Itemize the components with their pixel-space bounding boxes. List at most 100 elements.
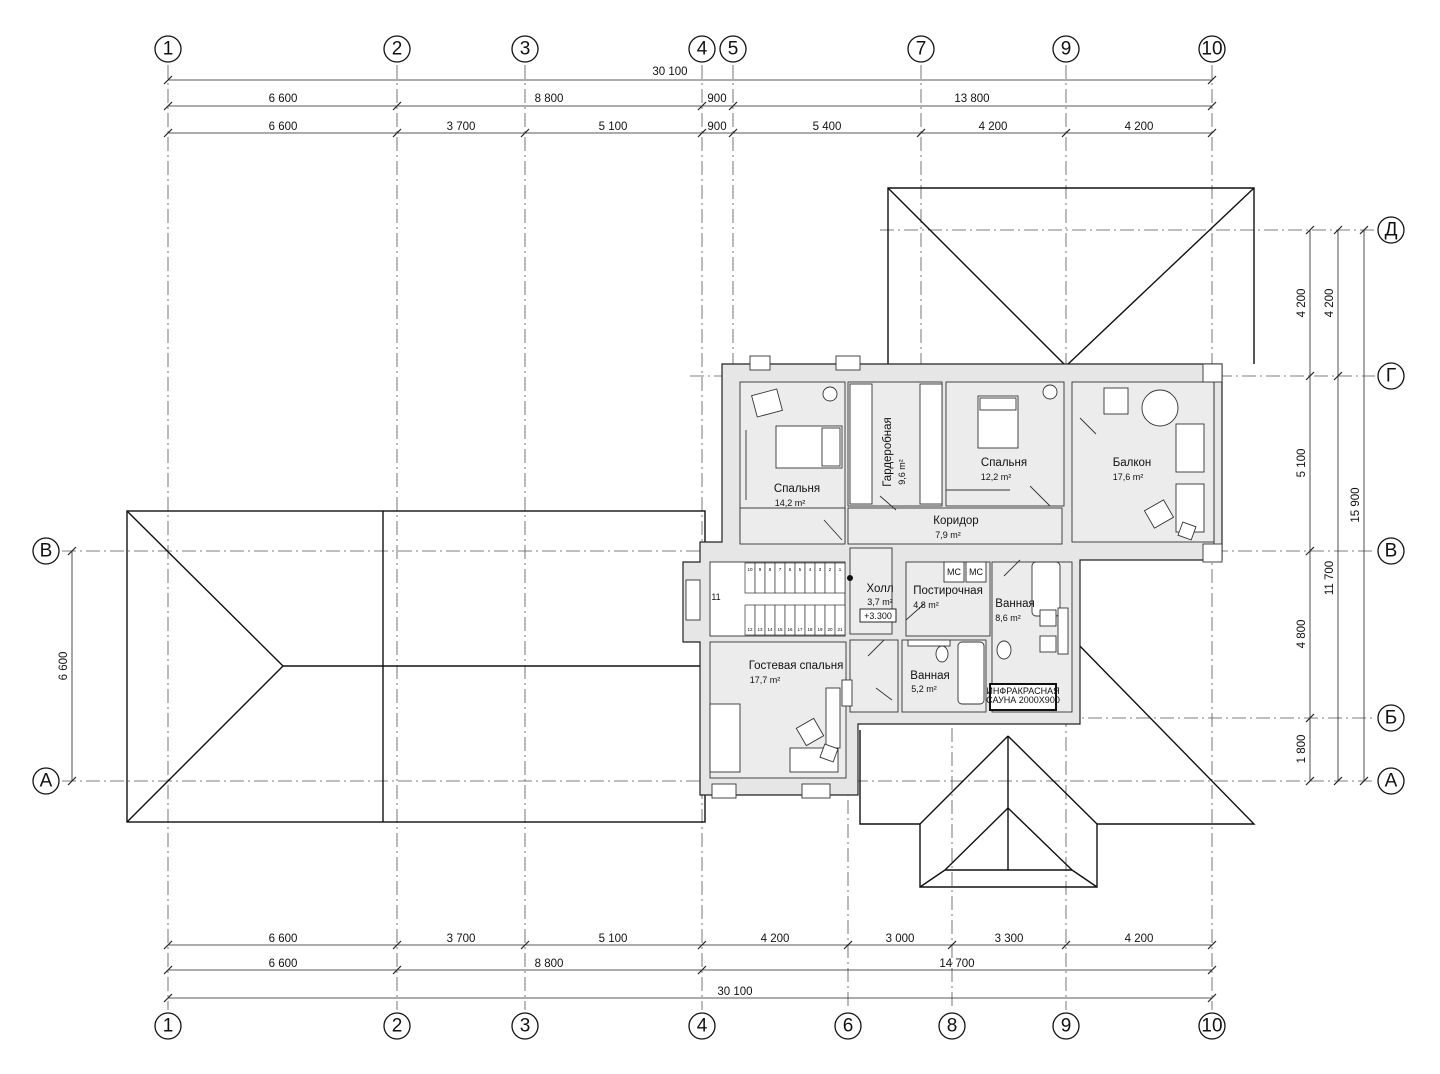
stair-bottom-number: 16 — [787, 627, 793, 632]
dim-right-outer: 15 900 — [1350, 487, 1362, 522]
dimension-tick — [1333, 776, 1343, 786]
stair-top-number: 2 — [829, 567, 832, 572]
dimension-tick — [163, 993, 173, 1003]
stair-bottom-number: 15 — [777, 627, 783, 632]
sauna-line2: САУНА 2000Х900 — [986, 695, 1060, 705]
dimension-tick — [728, 101, 738, 111]
stair-bottom-number: 21 — [837, 627, 843, 632]
room-balcony-area: 17,6 m² — [1113, 472, 1144, 482]
dimension-tick — [163, 965, 173, 975]
axis-bubbles-bottom: 1 2 3 4 6 8 9 10 — [154, 1012, 1226, 1040]
dimension-tick — [1207, 940, 1217, 950]
axis-bubbles-right: Д Г В Б А — [1377, 216, 1405, 795]
dimension-tick — [697, 101, 707, 111]
stair-bottom-number: 17 — [797, 627, 803, 632]
dimension-tick — [1359, 225, 1369, 235]
dimension-tick — [392, 965, 402, 975]
dimension-lines — [71, 79, 1365, 999]
dim-top2-0: 6 600 — [269, 93, 298, 105]
stair-top-step — [834, 562, 846, 594]
axis-bubble-top-4: 4 — [688, 35, 716, 63]
stair-top-number: 9 — [759, 567, 762, 572]
stair-top-number: 4 — [809, 567, 812, 572]
dimension-ticks — [67, 75, 1369, 1003]
svg-text:3: 3 — [520, 39, 531, 60]
dim-top3-5: 4 200 — [979, 121, 1008, 133]
dimension-tick — [163, 75, 173, 85]
room-bath2-name: Ванная — [910, 670, 949, 682]
room-bath1-area: 8,6 m² — [995, 613, 1021, 623]
stair-top-number: 10 — [747, 567, 753, 572]
room-laundry-area: 4,8 m² — [913, 600, 939, 610]
dimension-tick — [392, 940, 402, 950]
stair-top-number: 7 — [779, 567, 782, 572]
sauna-line1: ИНФРАКРАСНАЯ — [986, 686, 1059, 696]
svg-text:Б: Б — [1385, 708, 1397, 729]
axis-bubble-top-10: 10 — [1198, 35, 1226, 63]
svg-text:Г: Г — [1386, 366, 1396, 387]
stair-bottom-number: 18 — [807, 627, 813, 632]
room-wardrobe-area: 9,6 m² — [897, 459, 907, 485]
dim-bot2-1: 8 800 — [535, 958, 564, 970]
dimension-tick — [1207, 128, 1217, 138]
svg-text:2: 2 — [392, 39, 403, 60]
svg-text:А: А — [40, 771, 53, 792]
dimension-tick — [520, 940, 530, 950]
stair-bottom-number: 20 — [827, 627, 833, 632]
dimension-tick — [392, 128, 402, 138]
svg-text:А: А — [1385, 771, 1398, 792]
axis-bubble-top-9: 9 — [1052, 35, 1080, 63]
dim-right-inner-3: 1 800 — [1296, 735, 1308, 764]
dimension-tick — [1061, 940, 1071, 950]
room-guest-name: Гостевая спальня — [749, 660, 844, 672]
dimension-tick — [1305, 776, 1315, 786]
stair-top-number: 6 — [789, 567, 792, 572]
laundry-mc2: МС — [969, 567, 983, 577]
dimension-tick — [728, 128, 738, 138]
axis-bubble-bottom-8: 8 — [938, 1012, 966, 1040]
dimension-tick — [916, 128, 926, 138]
svg-text:В: В — [1385, 541, 1398, 562]
axis-bubble-right-B: Б — [1377, 704, 1405, 732]
axis-bubble-right-V: В — [1377, 537, 1405, 565]
dim-right-inner-0: 4 200 — [1296, 289, 1308, 318]
svg-text:4: 4 — [697, 39, 708, 60]
dim-right-mid-0: 4 200 — [1324, 289, 1336, 318]
roof-lines — [126, 187, 1256, 888]
dimension-tick — [947, 940, 957, 950]
dimension-tick — [1333, 371, 1343, 381]
dim-top2-2: 900 — [707, 93, 726, 105]
room-balcony-name: Балкон — [1113, 457, 1152, 469]
stair-landing-number: 11 — [711, 592, 720, 602]
dimension-tick — [1305, 713, 1315, 723]
svg-text:1: 1 — [163, 39, 174, 60]
dimension-tick — [1305, 371, 1315, 381]
dim-right-inner-1: 5 100 — [1296, 449, 1308, 478]
dim-top3-4: 5 400 — [813, 121, 842, 133]
dim-bot1-6: 4 200 — [1125, 933, 1154, 945]
dim-top3-2: 5 100 — [599, 121, 628, 133]
dim-top3-3: 900 — [707, 121, 726, 133]
room-bath2-area: 5,2 m² — [911, 684, 937, 694]
axis-bubble-top-1: 1 — [154, 35, 182, 63]
top-dimension-texts: 30 100 6 600 8 800 900 13 800 6 600 3 70… — [269, 66, 1154, 133]
dimension-tick — [697, 128, 707, 138]
svg-text:3: 3 — [520, 1016, 531, 1037]
dimension-tick — [1305, 225, 1315, 235]
axis-bubbles-top: 1 2 3 4 5 7 9 10 — [154, 35, 1226, 63]
dimension-tick — [163, 128, 173, 138]
stair-bottom-step — [834, 604, 846, 636]
room-bedroom2-name: Спальня — [981, 457, 1027, 469]
laundry-mc1: МС — [947, 567, 961, 577]
svg-text:10: 10 — [1201, 39, 1222, 60]
dim-bot2-2: 14 700 — [939, 958, 974, 970]
stair-top-number: 3 — [819, 567, 822, 572]
axis-bubble-bottom-1: 1 — [154, 1012, 182, 1040]
axis-bubble-left-A: А — [32, 767, 60, 795]
svg-text:Д: Д — [1385, 220, 1398, 241]
svg-text:10: 10 — [1201, 1016, 1222, 1037]
stair-bottom-number: 13 — [757, 627, 763, 632]
axis-bubble-top-3: 3 — [511, 35, 539, 63]
dim-right-inner-2: 4 800 — [1296, 620, 1308, 649]
